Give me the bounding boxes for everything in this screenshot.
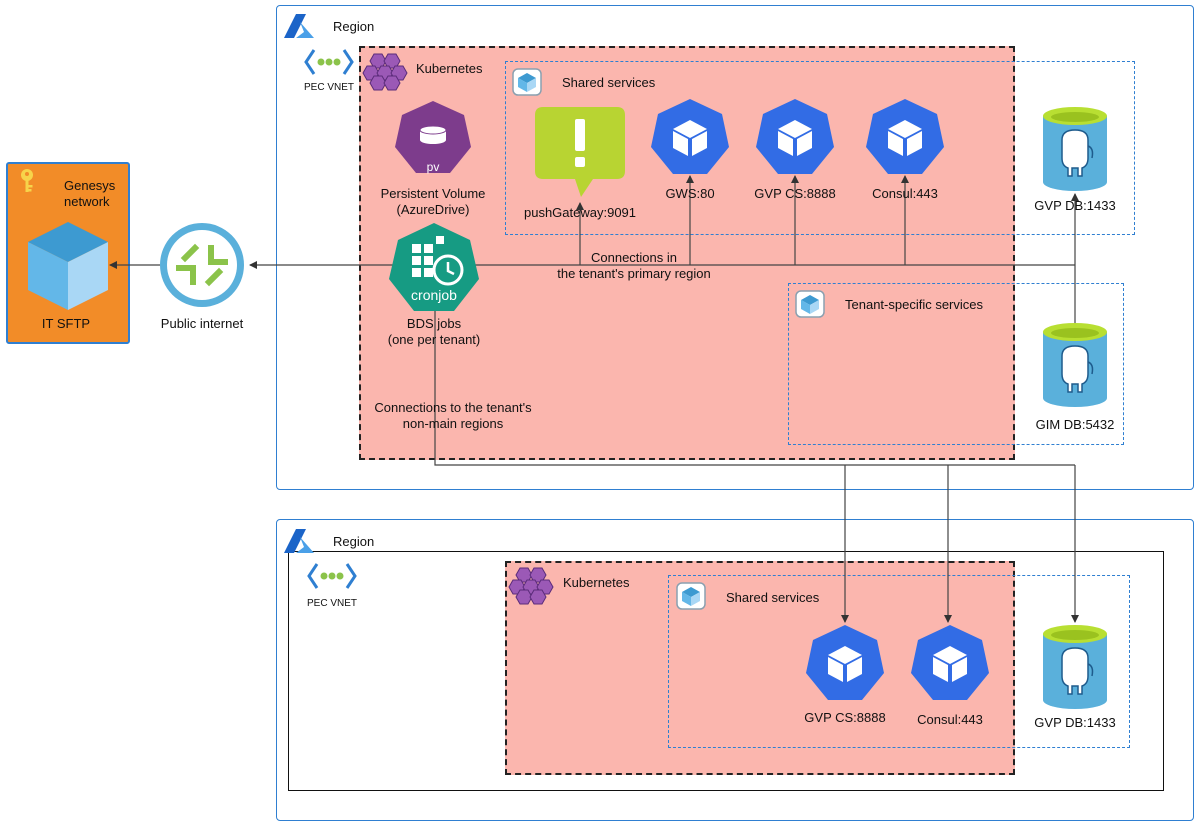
vnet-2-label: PEC VNET xyxy=(307,598,358,609)
sftp-cube-icon xyxy=(28,222,108,310)
pushgateway-label: pushGateway:9091 xyxy=(523,205,637,220)
consul-service-icon xyxy=(866,99,944,174)
azure-logo-icon-2 xyxy=(284,529,314,553)
conn-primary-line2: the tenant's primary region xyxy=(557,266,711,281)
gimdb-database-icon xyxy=(1043,323,1107,407)
public-internet-icon xyxy=(160,223,244,307)
bds-label-line1: BDS jobs xyxy=(406,316,462,331)
gimdb-label: GIM DB:5432 xyxy=(1035,417,1115,432)
pushgateway-alert-icon xyxy=(535,107,625,197)
shared-services-1-box xyxy=(505,61,1135,235)
kubernetes-cluster-icon xyxy=(362,53,408,91)
gvpdb-2-label: GVP DB:1433 xyxy=(1034,715,1116,730)
gvpdb-label: GVP DB:1433 xyxy=(1034,198,1116,213)
gvpdb-database-icon-2 xyxy=(1043,625,1107,709)
conn-nonmain-line2: non-main regions xyxy=(402,416,504,431)
consul-service-icon-2 xyxy=(911,625,989,700)
azure-logo-icon xyxy=(284,14,314,38)
shared-services-2-box xyxy=(668,575,1130,748)
gws-label: GWS:80 xyxy=(665,186,715,201)
kubernetes-cluster-icon-2 xyxy=(508,567,554,605)
persistent-volume-icon xyxy=(395,101,471,173)
kubernetes-1-label: Kubernetes xyxy=(416,61,483,76)
container-cube-icon-2 xyxy=(676,582,706,610)
shared-services-2-label: Shared services xyxy=(726,590,820,605)
pv-icon-text: pv xyxy=(426,160,440,174)
kubernetes-2-label: Kubernetes xyxy=(563,575,630,590)
pv-label-line2: (AzureDrive) xyxy=(396,202,470,217)
cronjob-icon xyxy=(389,223,479,311)
consul-2-label: Consul:443 xyxy=(917,712,983,727)
gvpcs-service-icon xyxy=(756,99,834,174)
conn-primary-line1: Connections in xyxy=(591,250,677,265)
bds-label-line2: (one per tenant) xyxy=(387,332,481,347)
tenant-services-label: Tenant-specific services xyxy=(845,297,983,312)
pv-label-line1: Persistent Volume xyxy=(380,186,486,201)
gws-service-icon xyxy=(651,99,729,174)
gvpdb-database-icon xyxy=(1043,107,1107,191)
gvpcs-2-label: GVP CS:8888 xyxy=(804,710,886,725)
vnet-1-label: PEC VNET xyxy=(304,82,355,93)
public-internet-label: Public internet xyxy=(160,316,244,331)
region-2-title: Region xyxy=(333,534,375,549)
genesys-title-line1: Genesys xyxy=(64,178,116,193)
container-cube-icon xyxy=(512,68,542,96)
tenant-container-cube-icon xyxy=(795,290,825,318)
key-icon xyxy=(21,169,33,192)
conn-nonmain-line1: Connections to the tenant's xyxy=(374,400,532,415)
pec-vnet-2-box xyxy=(288,551,1164,791)
gvpcs-label: GVP CS:8888 xyxy=(754,186,836,201)
vnet-icon xyxy=(304,49,354,75)
gvpcs-service-icon-2 xyxy=(806,625,884,700)
cronjob-icon-text: cronjob xyxy=(411,287,457,303)
sftp-label: IT SFTP xyxy=(41,316,91,331)
region-1-title: Region xyxy=(333,19,375,34)
shared-services-1-label: Shared services xyxy=(562,75,656,90)
consul-label: Consul:443 xyxy=(872,186,938,201)
genesys-title-line2: network xyxy=(64,194,110,209)
vnet-icon-2 xyxy=(307,563,357,589)
